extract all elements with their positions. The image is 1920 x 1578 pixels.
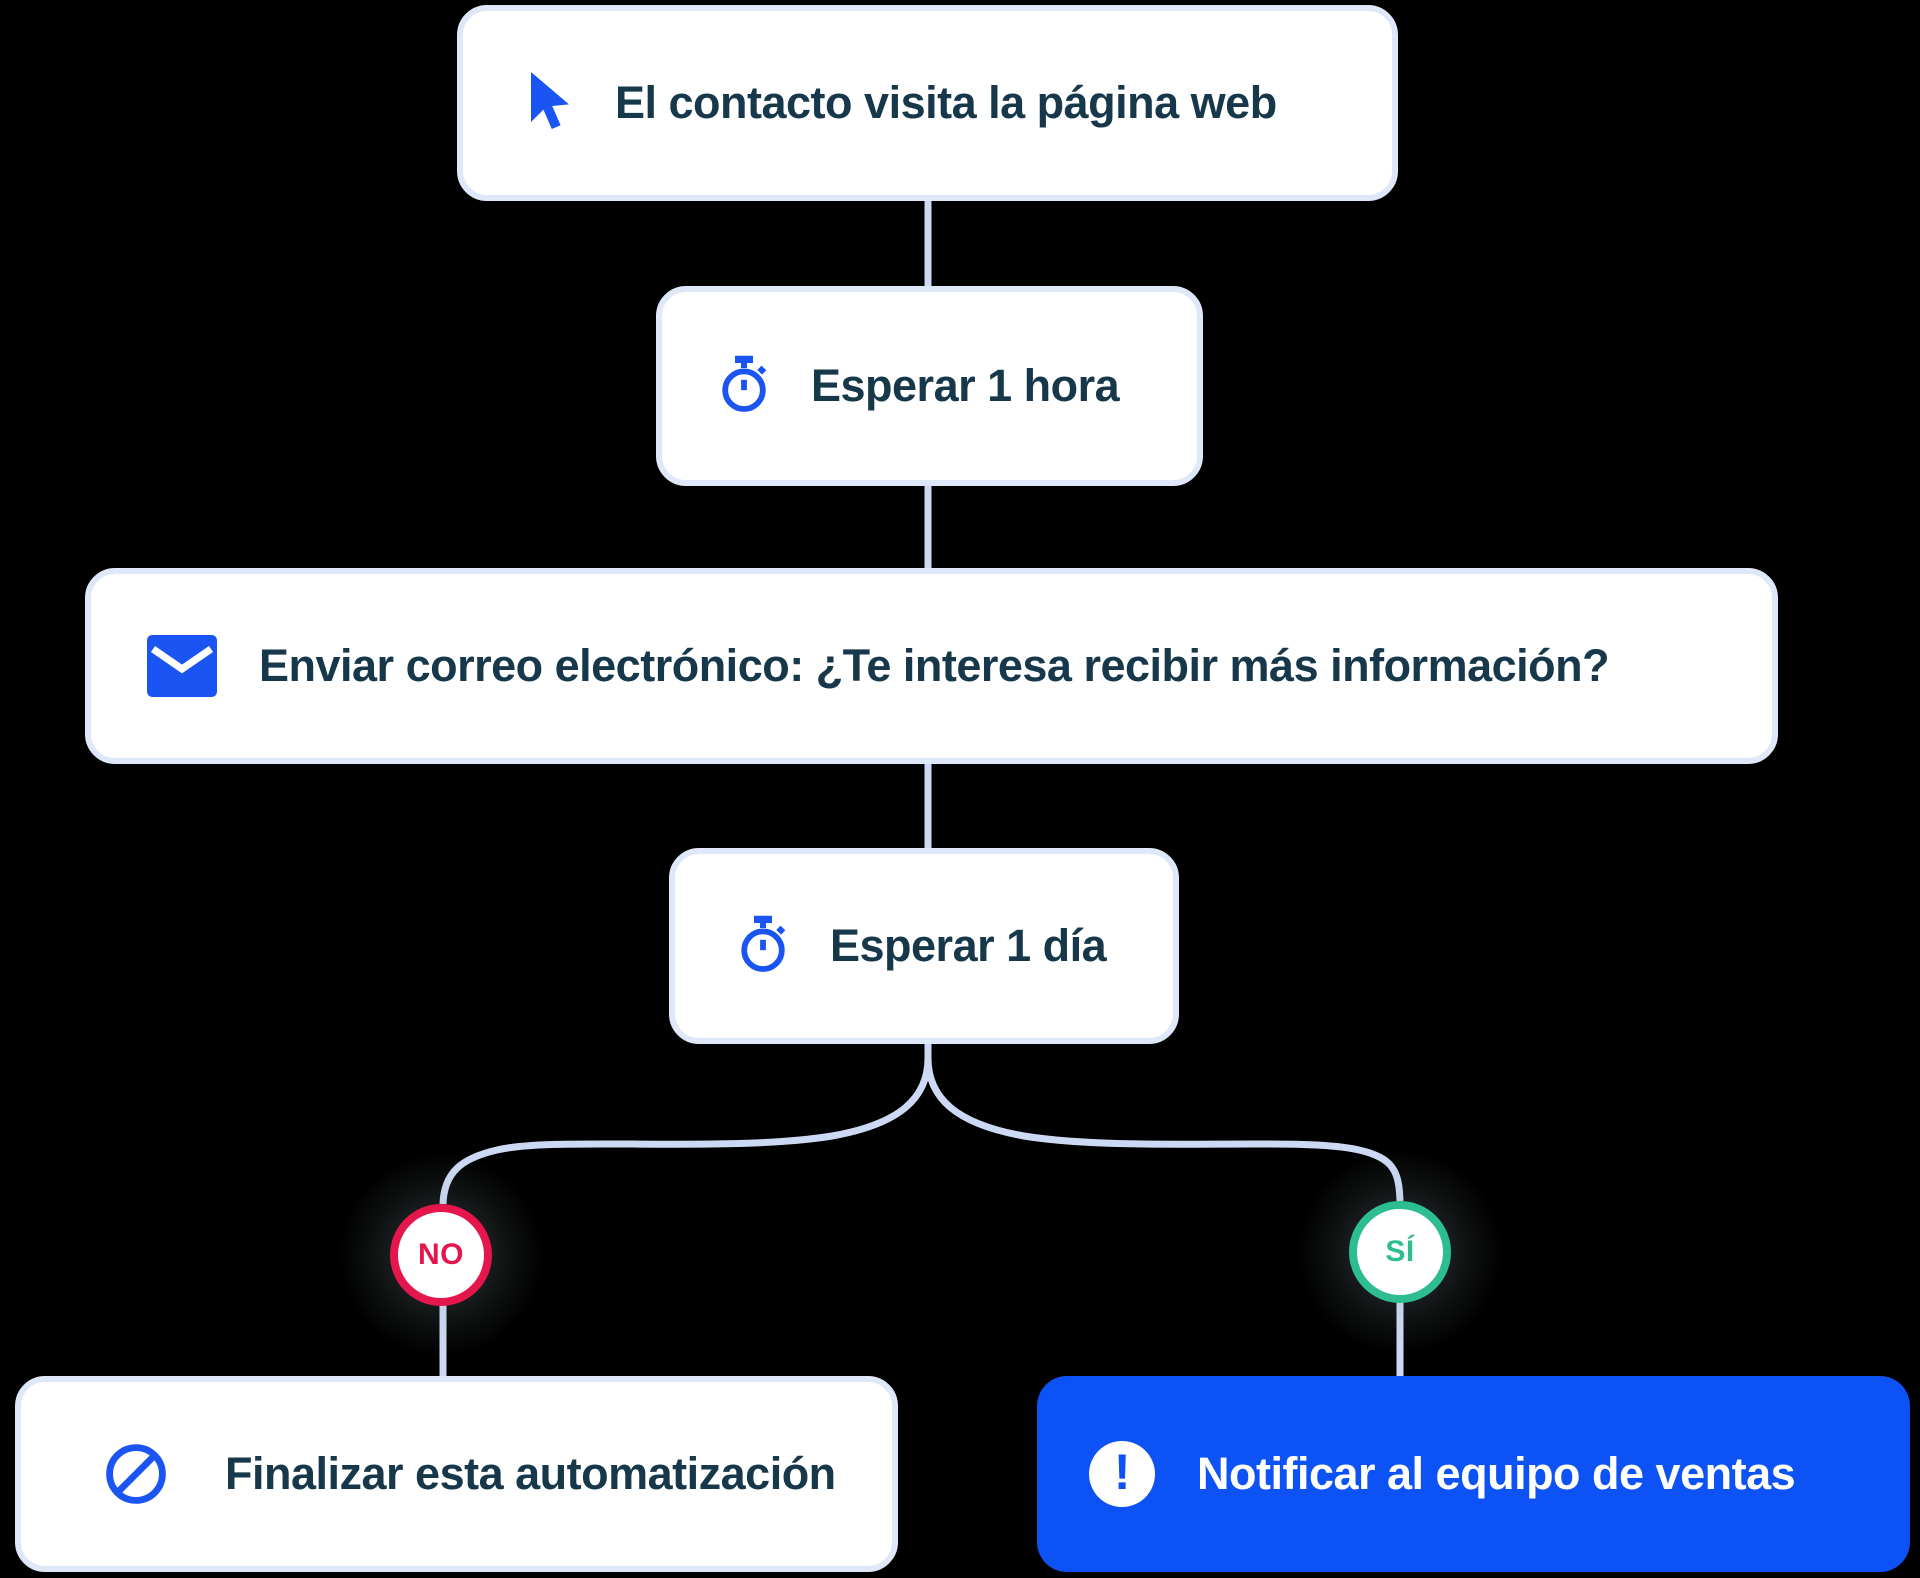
stopwatch-icon [722,355,767,412]
node-notify-sales[interactable]: ! Notificar al equipo de ventas [1037,1376,1910,1572]
node-label: Finalizar esta automatización [225,1448,836,1499]
node-label: Esperar 1 día [830,920,1107,971]
stopwatch-icon [741,915,786,972]
exclamation-icon: ! [1089,1441,1155,1507]
no-entry-icon [106,1444,166,1504]
node-end-automation[interactable]: Finalizar esta automatización [15,1376,898,1572]
node-wait-1-day[interactable]: Esperar 1 día [669,848,1179,1044]
branch-curve-no [439,1042,932,1205]
cursor-icon [531,72,569,129]
node-label: El contacto visita la página web [615,77,1277,128]
node-send-email[interactable]: Enviar correo electrónico: ¿Te interesa … [85,568,1778,764]
branch-no-label: NO [418,1238,464,1271]
branch-yes-badge[interactable]: SÍ [1349,1201,1451,1303]
branch-yes-label: SÍ [1385,1235,1415,1268]
node-wait-1-hour[interactable]: Esperar 1 hora [656,286,1203,486]
branch-no-badge[interactable]: NO [390,1204,492,1306]
node-label: Enviar correo electrónico: ¿Te interesa … [259,640,1610,691]
envelope-icon [147,635,217,697]
node-label: Notificar al equipo de ventas [1197,1448,1796,1499]
node-label: Esperar 1 hora [811,360,1120,411]
branch-curve-yes [924,1042,1404,1202]
node-trigger-site-visit[interactable]: El contacto visita la página web [457,5,1398,201]
